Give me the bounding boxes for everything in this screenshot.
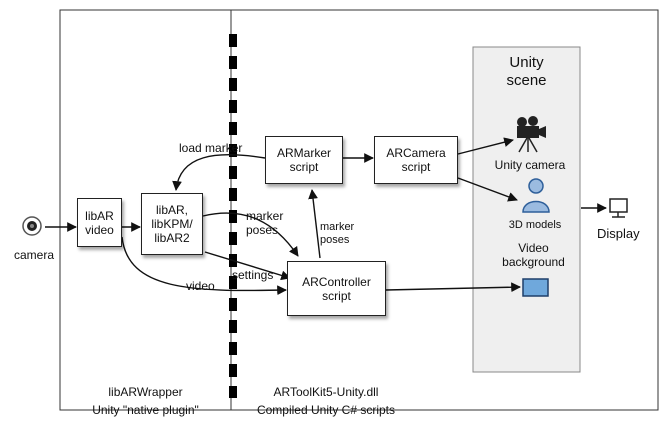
- arcamera-box: ARCamera script: [374, 136, 458, 184]
- plugin-caption-line2: Unity "native plugin": [92, 403, 199, 417]
- monitor-icon: [609, 198, 628, 218]
- arcamera-label: ARCamera script: [386, 146, 446, 174]
- video-edge-label: video: [186, 279, 215, 293]
- unity-scene-title: Unity scene: [506, 54, 547, 89]
- dll-region: [230, 9, 659, 411]
- models-label: 3D models: [508, 219, 562, 231]
- edge-video: [121, 236, 287, 296]
- libar-stack-label: libAR, libKPM/ libAR2: [151, 203, 193, 245]
- camera-lens-icon: [22, 216, 42, 236]
- dll-caption-line1: ARToolKit5-Unity.dll: [273, 385, 379, 399]
- libar-video-label: libAR video: [85, 208, 114, 237]
- marker-poses-left-label: marker poses: [246, 209, 284, 237]
- video-background-label: Video background: [502, 241, 565, 269]
- unity-camera-label: Unity camera: [494, 158, 566, 172]
- edge-arcontroller-to-video-bg: [385, 282, 521, 293]
- settings-label: settings: [232, 268, 274, 282]
- libar-stack-box: libAR, libKPM/ libAR2: [141, 193, 203, 255]
- libar-video-box: libAR video: [77, 198, 122, 247]
- dll-caption-line2: Compiled Unity C# scripts: [256, 403, 396, 417]
- armarker-label: ARMarker script: [276, 146, 331, 174]
- movie-camera-icon: [517, 116, 546, 153]
- edge-arcamera-to-models: [457, 177, 518, 202]
- marker-poses-right-label: marker poses: [320, 221, 355, 246]
- video-screen-icon: [522, 278, 549, 297]
- plugin-caption-line1: libARWrapper: [108, 385, 183, 399]
- arcontroller-box: ARController script: [287, 261, 386, 316]
- edge-settings: [204, 251, 291, 281]
- edge-marker-poses-left: [202, 212, 299, 257]
- display-label: Display: [597, 226, 640, 241]
- edge-load-marker: [172, 154, 266, 191]
- camera-label: camera: [14, 248, 55, 262]
- arcontroller-label: ARController script: [302, 274, 371, 303]
- armarker-box: ARMarker script: [265, 136, 343, 184]
- edge-marker-poses-right: [308, 189, 321, 259]
- edge-arcamera-to-unity-camera: [457, 137, 514, 155]
- load-marker-label: load marker: [179, 141, 243, 155]
- user-model-icon: [522, 178, 550, 213]
